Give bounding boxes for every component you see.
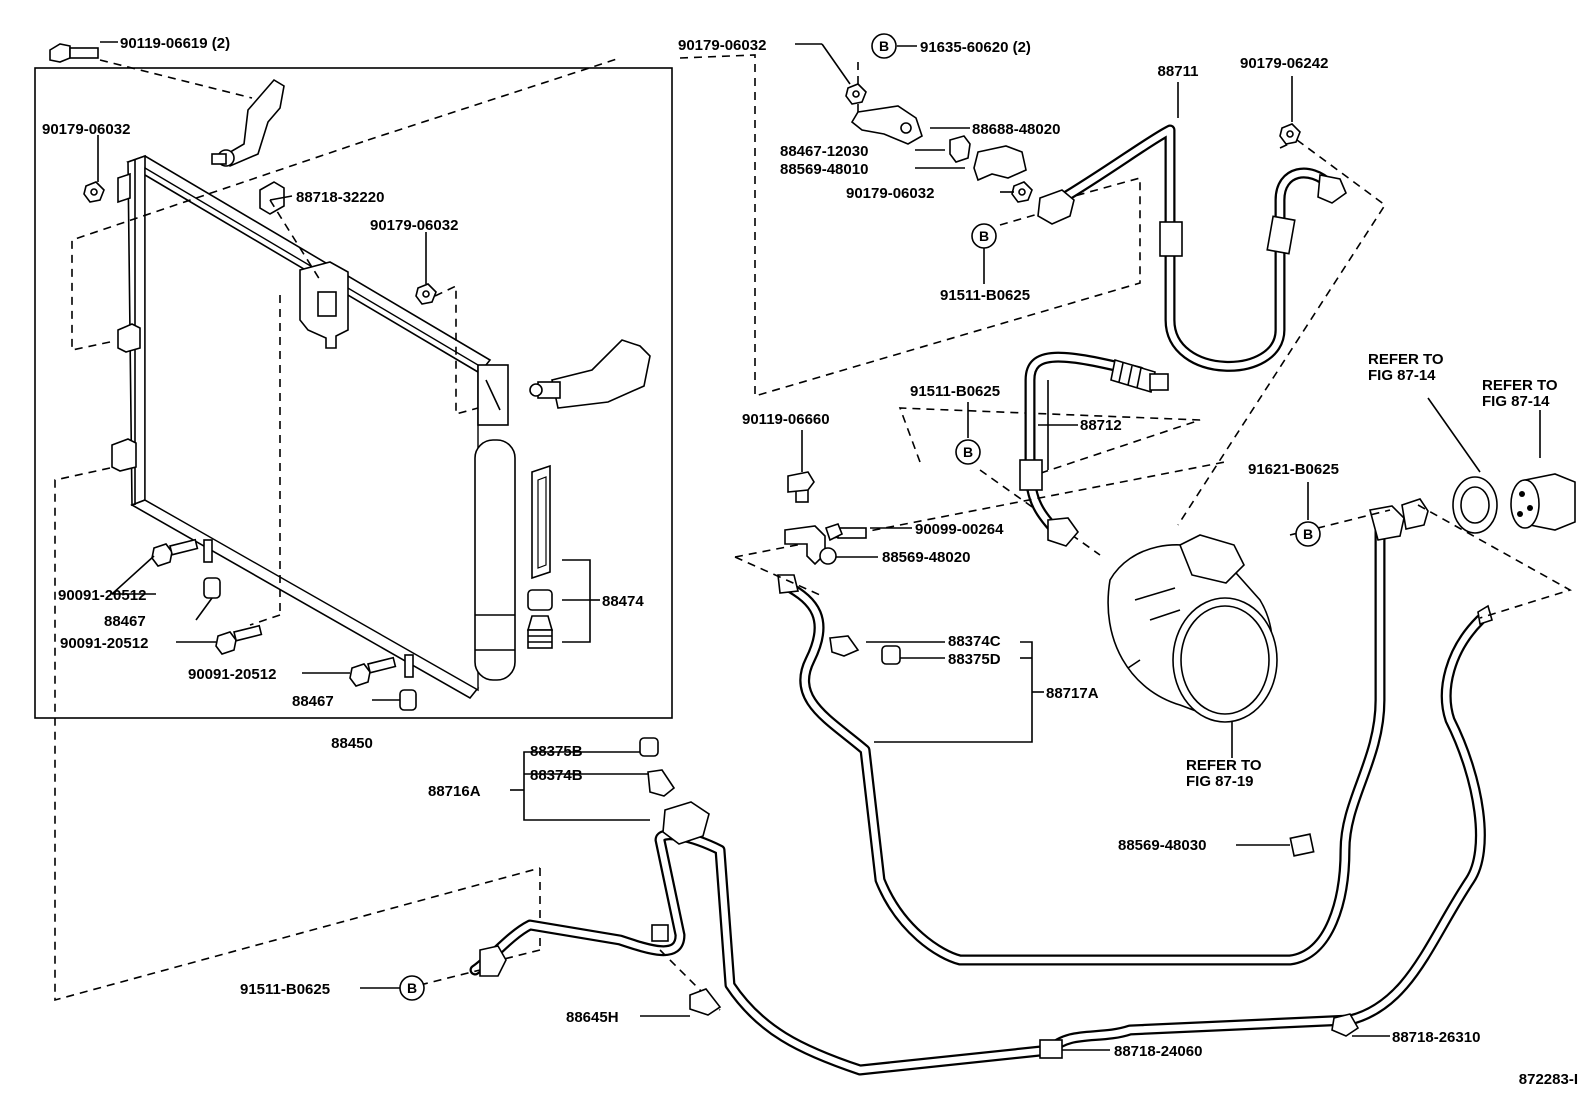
label-88711: 88711 [1158, 63, 1199, 80]
balloon-b-4: B [1295, 521, 1321, 547]
label-90179-06032-a: 90179-06032 [42, 121, 130, 138]
label-88688-48020: 88688-48020 [972, 121, 1060, 138]
label-91511-B0625-b: 91511-B0625 [910, 383, 1000, 400]
condenser-dashed-guides [54, 57, 621, 1002]
condenser-fasteners [49, 43, 437, 711]
pressure-switch-parts [1452, 473, 1576, 534]
leader-lines [97, 41, 1541, 1051]
svg-text:B: B [1303, 526, 1313, 542]
discharge-hose-88711 [1037, 124, 1347, 372]
label-91635-60620: 91635-60620 (2) [920, 39, 1031, 56]
label-90091-20512-a: 90091-20512 [58, 587, 146, 604]
label-88718-32220: 88718-32220 [296, 189, 384, 206]
label-88717A: 88717A [1046, 685, 1099, 702]
label-88712: 88712 [1080, 417, 1122, 434]
top-left-bracket [211, 78, 285, 167]
receiver-dryer-tank [474, 364, 516, 681]
lower-dashed-guides [419, 461, 1573, 1011]
label-90179-06242: 90179-06242 [1240, 55, 1328, 72]
liquid-tube-88717A [777, 498, 1429, 966]
label-refer-fig-87-14-a-line2: FIG 87-14 [1368, 367, 1436, 384]
label-91621-B0625: 91621-B0625 [1248, 461, 1339, 478]
label-90091-20512-b: 90091-20512 [60, 635, 148, 652]
label-91511-B0625-a: 91511-B0625 [940, 287, 1030, 304]
label-88375B: 88375B [530, 743, 583, 760]
label-90179-06032-c: 90179-06032 [678, 37, 766, 54]
label-88718-24060: 88718-24060 [1114, 1043, 1202, 1060]
label-88374C: 88374C [948, 633, 1001, 650]
right-side-bracket [529, 339, 651, 409]
label-88474: 88474 [602, 593, 644, 610]
svg-text:B: B [879, 38, 889, 54]
label-88467-a: 88467 [104, 613, 146, 630]
compressor [1107, 534, 1278, 723]
label-88716A: 88716A [428, 783, 481, 800]
label-90119-06619: 90119-06619 (2) [120, 35, 230, 52]
label-refer-fig-87-14-b-line2: FIG 87-14 [1482, 393, 1550, 410]
suction-hose-88712 [1019, 351, 1169, 547]
desiccant-filter-set [526, 464, 554, 649]
label-refer-fig-87-19-line1: REFER TO [1186, 757, 1262, 774]
label-88375D: 88375D [948, 651, 1001, 668]
label-refer-fig-87-14-b-line1: REFER TO [1482, 377, 1558, 394]
liquid-tube-88716A [469, 604, 1493, 1076]
svg-text:B: B [963, 444, 973, 460]
balloon-b-5: B [399, 975, 425, 1001]
svg-text:B: B [979, 228, 989, 244]
label-88467-b: 88467 [292, 693, 334, 710]
label-90091-20512-c: 90091-20512 [188, 666, 276, 683]
upper-bracket [259, 181, 349, 349]
label-88450: 88450 [331, 735, 373, 752]
svg-text:B: B [407, 980, 417, 996]
figure-id: 872283-I [1519, 1071, 1578, 1088]
label-88467-12030: 88467-12030 [780, 143, 868, 160]
label-refer-fig-87-14-a-line1: REFER TO [1368, 351, 1444, 368]
label-88718-26310: 88718-26310 [1392, 1029, 1480, 1046]
label-90119-06660: 90119-06660 [742, 411, 830, 428]
label-90179-06032-b: 90179-06032 [370, 217, 458, 234]
condenser-assembly-frame [34, 67, 673, 719]
label-90179-06032-d: 90179-06032 [846, 185, 934, 202]
service-valve-fittings [639, 471, 1360, 1059]
label-refer-fig-87-19-line2: FIG 87-19 [1186, 773, 1254, 790]
label-88569-48010: 88569-48010 [780, 161, 868, 178]
balloon-b-3: B [955, 439, 981, 465]
condenser-core [111, 154, 492, 700]
label-88569-48020: 88569-48020 [882, 549, 970, 566]
label-90099-00264: 90099-00264 [915, 521, 1004, 538]
hose-bracket-88688 [845, 83, 1301, 203]
label-88569-48030: 88569-48030 [1118, 837, 1206, 854]
balloon-b-2: B [971, 223, 997, 249]
label-88645H: 88645H [566, 1009, 619, 1026]
balloon-b-1: B [871, 33, 897, 59]
label-91511-B0625-c: 91511-B0625 [240, 981, 330, 998]
label-88374B: 88374B [530, 767, 583, 784]
